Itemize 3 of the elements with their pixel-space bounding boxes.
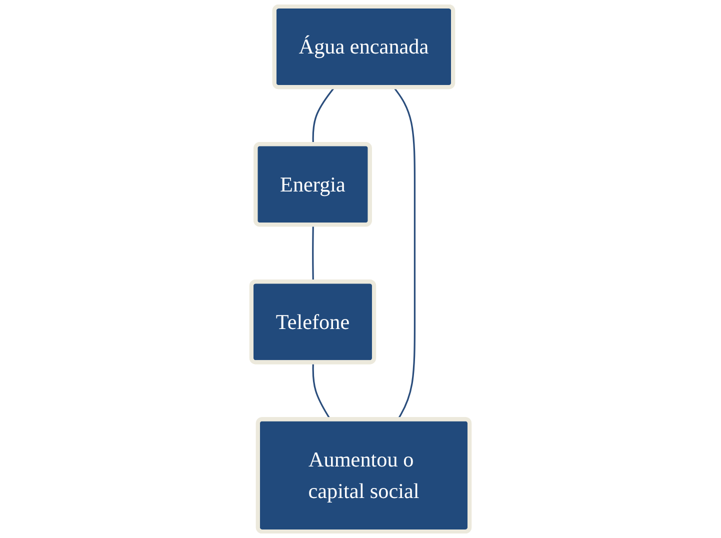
connector xyxy=(312,362,331,420)
connector xyxy=(312,225,314,282)
connector xyxy=(312,87,335,144)
